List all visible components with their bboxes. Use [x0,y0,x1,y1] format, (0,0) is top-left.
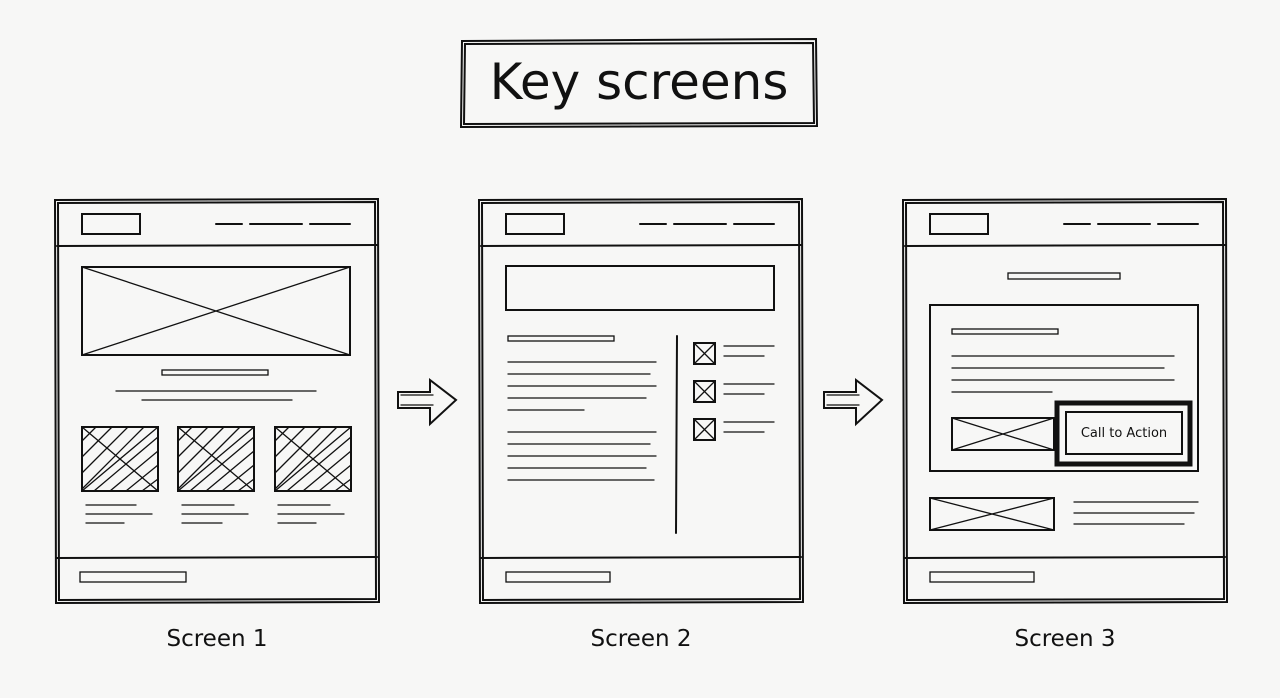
screen-1-caption: Screen 1 [166,626,268,652]
title-frame [460,38,818,128]
screen-2-caption: Screen 2 [590,626,692,652]
screen-2-wireframe [477,197,805,605]
call-to-action-button[interactable]: Call to Action [1080,426,1168,441]
screen-3-wireframe: Call to Action [901,197,1229,605]
arrow-right-icon [823,377,884,427]
page-title: Key screens [489,53,789,111]
screen-1-wireframe [53,197,381,605]
arrow-right-icon [397,377,458,427]
title-box: Key screens [460,38,818,128]
screen-3-caption: Screen 3 [1014,626,1116,652]
